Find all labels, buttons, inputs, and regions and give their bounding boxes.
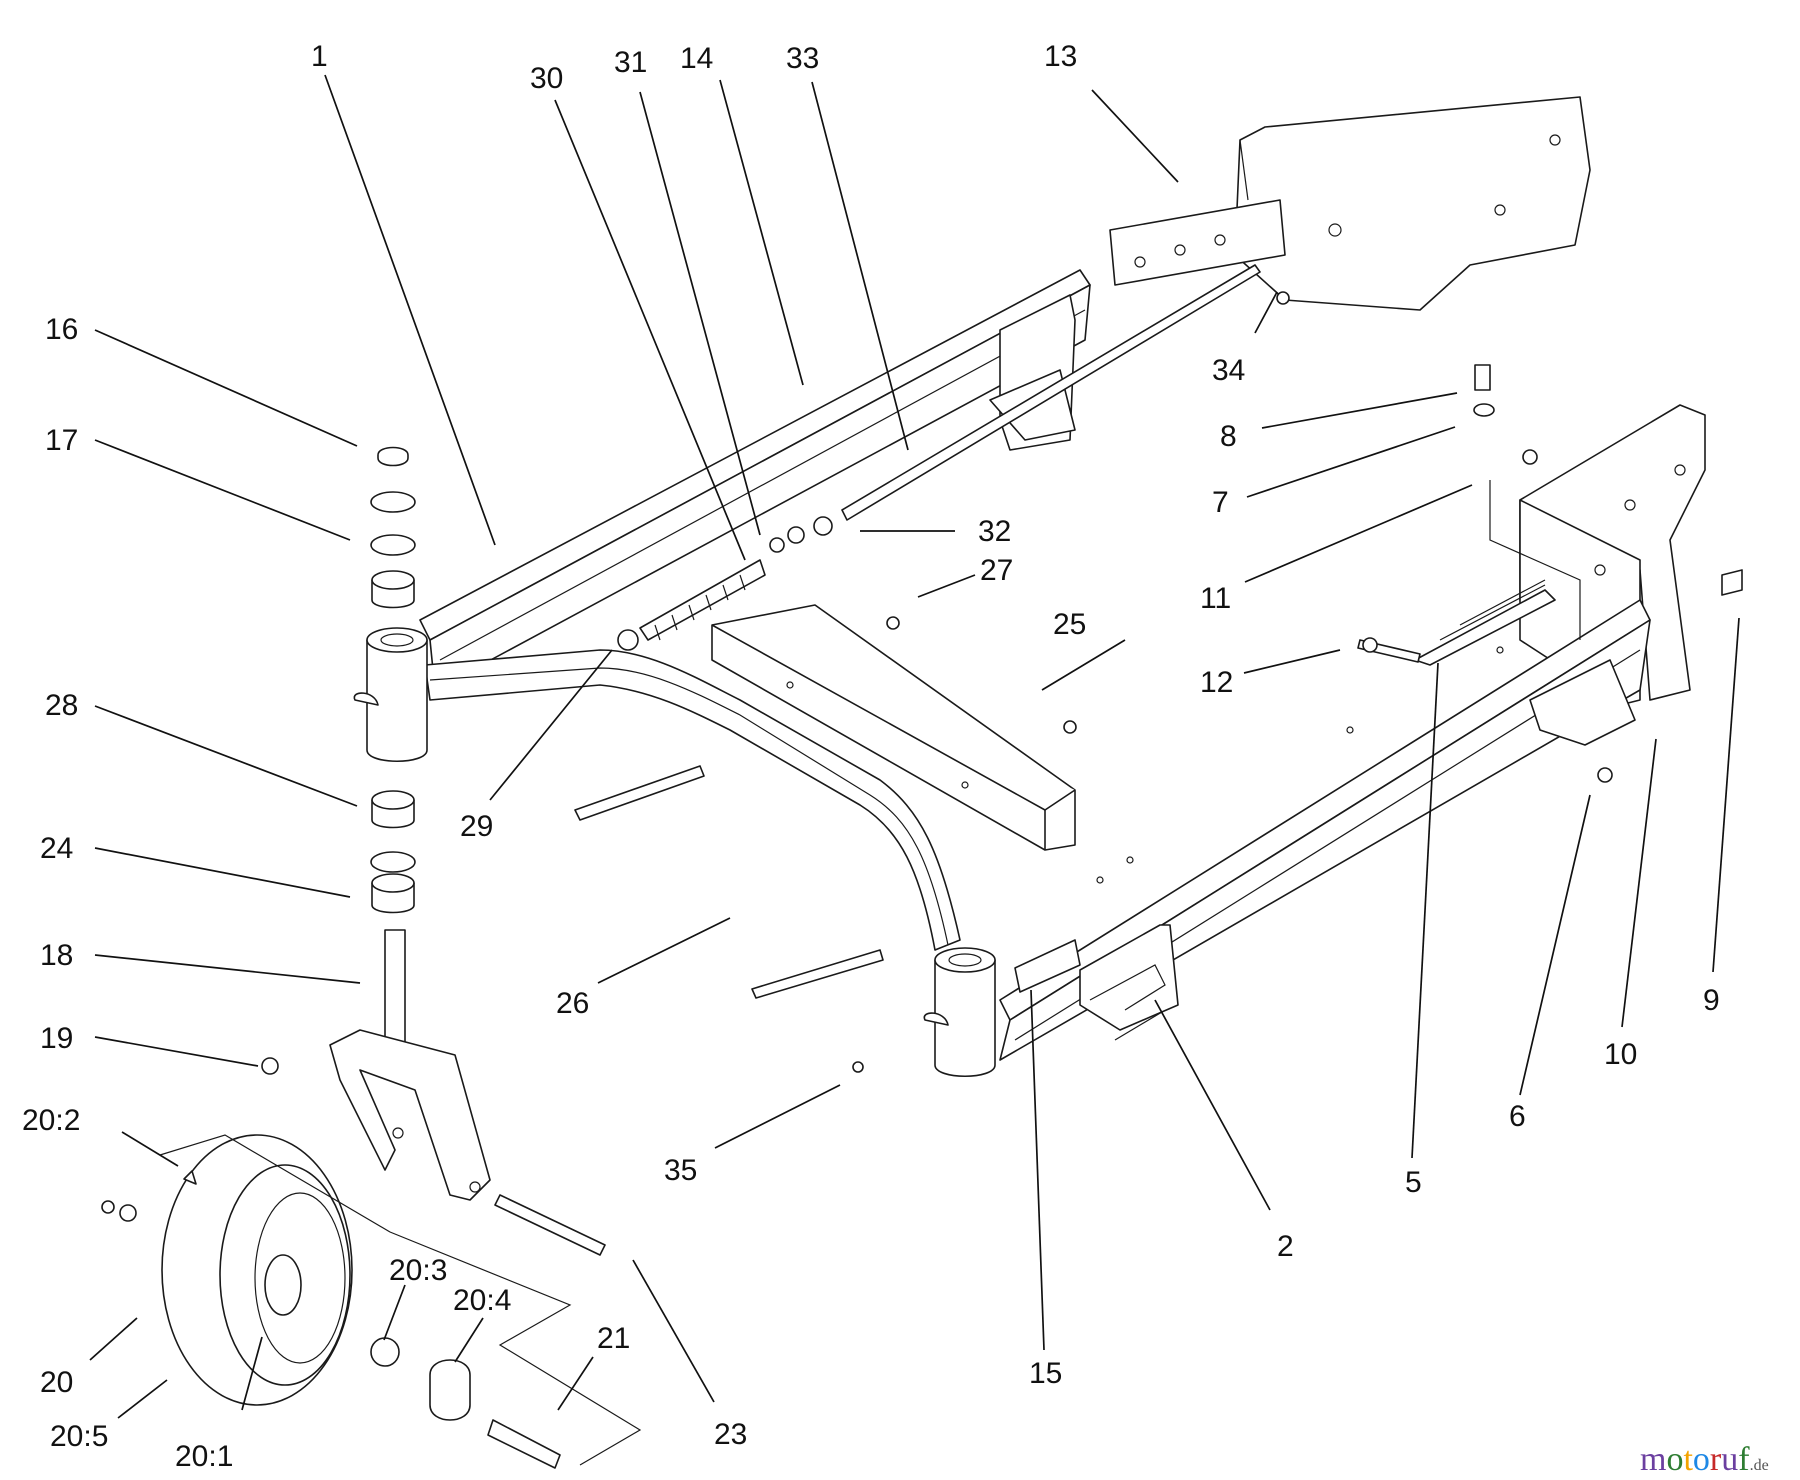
callout-15: 15 <box>1029 1357 1062 1390</box>
callout-34: 34 <box>1212 354 1245 387</box>
callout-11: 11 <box>1200 582 1231 615</box>
callout-21: 21 <box>597 1322 630 1355</box>
callout-28: 28 <box>45 689 78 722</box>
wm-letter: r <box>1710 1441 1722 1478</box>
callout-32: 32 <box>978 515 1011 548</box>
callout-20-5: 20:5 <box>50 1420 108 1453</box>
watermark-logo: motoruf.de <box>1640 1441 1769 1478</box>
wm-letter: t <box>1683 1441 1693 1478</box>
wm-letter: u <box>1721 1441 1738 1478</box>
callout-13: 13 <box>1044 40 1077 73</box>
callout-18: 18 <box>40 939 73 972</box>
callout-20: 20 <box>40 1366 73 1399</box>
caster-assembly <box>101 929 642 1469</box>
mount-plate-upper <box>1109 96 1591 311</box>
callout-27: 27 <box>980 554 1013 587</box>
callout-20-4: 20:4 <box>453 1284 511 1317</box>
callout-25: 25 <box>1053 608 1086 641</box>
callout-19: 19 <box>40 1022 73 1055</box>
callout-20-2: 20:2 <box>22 1104 80 1137</box>
spring-rod <box>617 264 1261 651</box>
callouts: 1 30 31 14 33 13 16 17 34 8 7 32 27 11 2… <box>22 40 1720 1473</box>
callout-29: 29 <box>460 810 493 843</box>
callout-30: 30 <box>530 62 563 95</box>
callout-33: 33 <box>786 42 819 75</box>
callout-8: 8 <box>1220 420 1237 453</box>
callout-6: 6 <box>1509 1100 1526 1133</box>
callout-16: 16 <box>45 313 78 346</box>
callout-2: 2 <box>1277 1230 1294 1263</box>
callout-5: 5 <box>1405 1166 1422 1199</box>
callout-12: 12 <box>1200 666 1233 699</box>
callout-17: 17 <box>45 424 78 457</box>
leader-lines <box>89 74 1740 1419</box>
callout-14: 14 <box>680 42 713 75</box>
callout-31: 31 <box>614 46 647 79</box>
wm-suffix: .de <box>1750 1457 1769 1474</box>
callout-20-3: 20:3 <box>389 1254 447 1287</box>
cross-tube <box>711 604 1076 851</box>
callout-9: 9 <box>1703 984 1720 1017</box>
callout-24: 24 <box>40 832 73 865</box>
callout-20-1: 20:1 <box>175 1440 233 1473</box>
wm-letter: o <box>1693 1441 1710 1478</box>
callout-35: 35 <box>664 1154 697 1187</box>
wm-letter: o <box>1666 1441 1683 1478</box>
svg-text:motoruf.de: motoruf.de <box>1640 1441 1769 1478</box>
callout-7: 7 <box>1212 486 1229 519</box>
callout-10: 10 <box>1604 1038 1637 1071</box>
hardware <box>370 291 1743 1073</box>
wm-letter: f <box>1738 1441 1750 1478</box>
callout-23: 23 <box>714 1418 747 1451</box>
callout-26: 26 <box>556 987 589 1020</box>
callout-1: 1 <box>311 40 328 73</box>
main-frame <box>353 269 1651 1078</box>
wm-letter: m <box>1640 1441 1666 1478</box>
